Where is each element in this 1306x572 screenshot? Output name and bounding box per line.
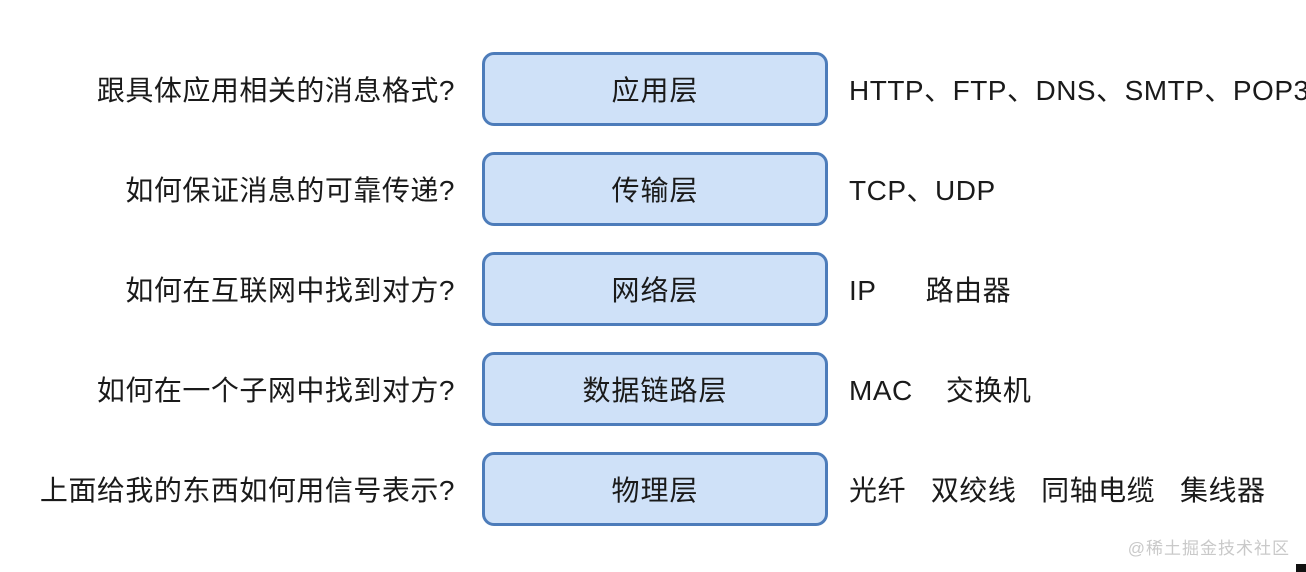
physical-layer-box: 物理层 — [482, 452, 828, 526]
datalink-layer-protocols: MAC 交换机 — [849, 375, 1032, 406]
transport-layer-question: 如何保证消息的可靠传递? — [125, 175, 455, 206]
application-layer-box: 应用层 — [482, 52, 828, 126]
transport-layer-protocols: TCP、UDP — [849, 175, 996, 206]
network-layer-label: 网络层 — [611, 275, 699, 306]
row-network-layer: 如何在互联网中找到对方? 网络层 IP 路由器 — [0, 239, 1306, 339]
row-datalink-layer: 如何在一个子网中找到对方? 数据链路层 MAC 交换机 — [0, 339, 1306, 439]
network-layer-question: 如何在互联网中找到对方? — [125, 275, 455, 306]
network-layer-box: 网络层 — [482, 252, 828, 326]
layer-rows: 跟具体应用相关的消息格式? 应用层 HTTP、FTP、DNS、SMTP、POP3… — [0, 39, 1306, 539]
application-layer-question: 跟具体应用相关的消息格式? — [96, 75, 455, 106]
network-layer-protocols: IP 路由器 — [849, 275, 1012, 306]
physical-layer-question: 上面给我的东西如何用信号表示? — [39, 475, 455, 506]
juejin-watermark: @稀土掘金技术社区 — [1127, 539, 1290, 558]
datalink-layer-box: 数据链路层 — [482, 352, 828, 426]
transport-layer-label: 传输层 — [611, 175, 699, 206]
datalink-layer-label: 数据链路层 — [582, 375, 728, 406]
row-application-layer: 跟具体应用相关的消息格式? 应用层 HTTP、FTP、DNS、SMTP、POP3 — [0, 39, 1306, 139]
row-transport-layer: 如何保证消息的可靠传递? 传输层 TCP、UDP — [0, 139, 1306, 239]
application-layer-protocols: HTTP、FTP、DNS、SMTP、POP3 — [849, 75, 1306, 106]
transport-layer-box: 传输层 — [482, 152, 828, 226]
datalink-layer-question: 如何在一个子网中找到对方? — [96, 375, 455, 406]
corner-mark — [1296, 564, 1306, 572]
application-layer-label: 应用层 — [611, 75, 699, 106]
physical-layer-protocols: 光纤 双绞线 同轴电缆 集线器 — [849, 475, 1266, 506]
physical-layer-label: 物理层 — [611, 475, 699, 506]
row-physical-layer: 上面给我的东西如何用信号表示? 物理层 光纤 双绞线 同轴电缆 集线器 — [0, 439, 1306, 539]
